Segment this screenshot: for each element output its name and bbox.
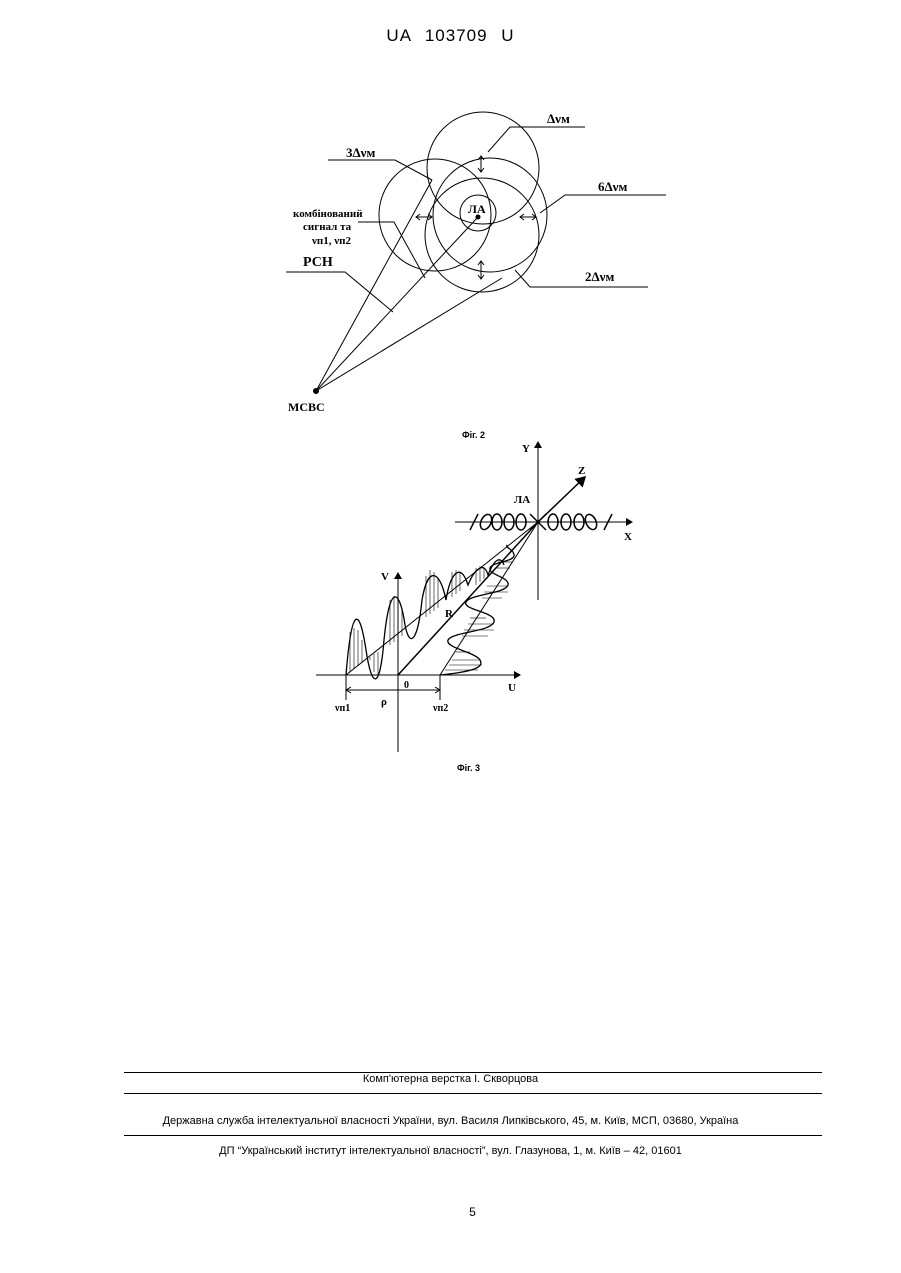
fig2-label-msvs: МСВС — [288, 400, 325, 414]
fig2-arrow-top — [478, 156, 484, 172]
fig2-label-3dv: 3Δνм — [346, 145, 375, 160]
fig2-label-2dv: 2Δνм — [585, 269, 614, 284]
fig3-label-x: X — [624, 531, 632, 543]
footer-institute: ДП “Український інститут інтелектуальної… — [0, 1145, 901, 1157]
fig3-diagram — [316, 442, 632, 752]
fig2-label-rsn: РСН — [303, 255, 333, 270]
fig2-label-la: ЛА — [468, 202, 486, 216]
fig3-label-la: ЛА — [514, 494, 530, 506]
fig3-label-r: R — [445, 608, 454, 620]
fig2-leader-6dv — [540, 195, 666, 213]
fig2-label-6dv: 6Δνм — [598, 179, 627, 194]
fig3-label-v: V — [381, 571, 389, 583]
fig2-label-combined-1: комбінований — [293, 208, 363, 220]
fig3-wave-vn1-hatch — [350, 566, 484, 675]
fig2-leader-3dv — [328, 160, 432, 180]
footer-service: Державна служба інтелектуальної власност… — [0, 1115, 901, 1127]
fig2-msvs-point — [314, 389, 319, 394]
fig3-caption: Фіг. 3 — [457, 763, 480, 773]
fig2-label-dv: Δνм — [547, 111, 570, 126]
fig2-label-combined-2: сигнал та — [303, 221, 352, 233]
fig2-leader-dv — [488, 127, 585, 152]
fig3-label-vn2: νп2 — [432, 703, 448, 714]
fig2-diagram — [286, 112, 666, 394]
fig3-label-zero: 0 — [404, 680, 409, 691]
footer-rule-3 — [124, 1135, 822, 1136]
fig3-label-y: Y — [522, 443, 530, 455]
fig2-circle-right — [433, 158, 547, 272]
fig3-line-vn1 — [346, 522, 538, 675]
fig2-label-combined-3: νп1, νп2 — [311, 235, 352, 247]
fig2-leader-2dv — [515, 270, 648, 287]
fig2-arrow-left — [416, 214, 432, 220]
fig3-label-rho: ρ — [381, 696, 387, 708]
fig2-arrow-bottom — [478, 261, 484, 279]
fig3-label-z: Z — [578, 465, 585, 477]
fig2-leader-rsn — [286, 272, 393, 312]
fig3-label-vn1: νп1 — [334, 703, 350, 714]
fig3-label-u: U — [508, 682, 516, 694]
fig2-ray-3 — [316, 278, 502, 391]
fig2-caption: Фіг. 2 — [462, 430, 485, 440]
fig2-arrow-right — [520, 214, 536, 220]
footer-rule-2 — [124, 1093, 822, 1094]
footer-layout: Комп'ютерна верстка І. Скворцова — [0, 1073, 901, 1085]
page-number: 5 — [0, 1205, 901, 1219]
fig3-line-vn2 — [440, 522, 538, 675]
